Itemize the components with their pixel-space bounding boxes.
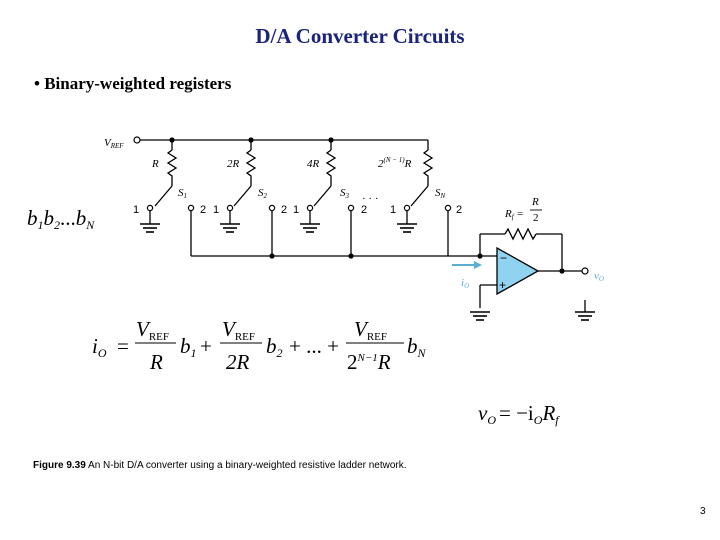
bullet-heading: • Binary-weighted registers [34, 74, 232, 93]
opamp-plus-label: + [499, 278, 506, 292]
switch-dots: · · · [362, 193, 379, 205]
feedback-num: R [531, 196, 539, 208]
junction-dots [169, 137, 565, 274]
resistor-feedback [504, 227, 537, 241]
feedback-den: 2 [533, 212, 539, 224]
vref-label: VREF [104, 137, 124, 150]
switch-position-1: 1 [293, 204, 299, 216]
switch-position-1: 1 [390, 204, 396, 216]
svg-text:2R: 2R [226, 350, 250, 374]
switch-label-s1: S1 [178, 187, 187, 200]
equation-vo: vO= −iORf [478, 401, 560, 427]
feedback-equals: = [517, 208, 523, 220]
resistor-label-r: R [151, 158, 159, 170]
switch-position-2: 2 [200, 204, 206, 216]
svg-text:b1: b1 [180, 334, 197, 360]
figure-caption: Figure 9.39 An N-bit D/A converter using… [33, 460, 407, 471]
svg-text:+ ... +: + ... + [289, 334, 339, 358]
svg-text:+: + [200, 334, 212, 358]
resistor-label-4r: 4R [307, 158, 320, 170]
switch-position-1: 1 [213, 204, 219, 216]
svg-text:2N−1R: 2N−1R [347, 350, 391, 374]
svg-text:b2: b2 [266, 334, 283, 360]
resistor-label-2r: 2R [227, 158, 240, 170]
current-arrow-icon [452, 261, 482, 269]
switch-position-2: 2 [281, 204, 287, 216]
switch-label-sn: SN [435, 187, 446, 200]
svg-text:=: = [117, 334, 129, 358]
feedback-resistor-label: Rf [504, 208, 515, 221]
opamp-minus-label: − [500, 251, 507, 265]
opamp-icon [496, 246, 540, 296]
switch-terminals [133, 136, 589, 275]
resistor-label-2n-r: 2(N − 1)R [378, 156, 412, 170]
switch-position-1: 1 [133, 204, 139, 216]
switch-label-s2: S2 [258, 187, 268, 200]
figure-number: Figure 9.39 [33, 460, 86, 471]
page-number: 3 [700, 506, 706, 517]
svg-text:R: R [149, 350, 163, 374]
resistor-4r [325, 149, 337, 186]
ground-icon [140, 223, 595, 321]
switch-position-2: 2 [361, 204, 367, 216]
switch-label-s3: S3 [340, 187, 350, 200]
equation-io: iO = VREF R b1 + VREF 2R b2 + ... + VREF… [92, 317, 427, 374]
svg-text:bN: bN [407, 334, 427, 360]
vo-label: vO [594, 270, 604, 283]
svg-text:VREF: VREF [222, 317, 255, 343]
svg-text:VREF: VREF [136, 317, 169, 343]
svg-text:iO: iO [92, 334, 107, 360]
svg-text:VREF: VREF [354, 317, 387, 343]
page-title: D/A Converter Circuits [255, 24, 465, 48]
io-label: iO [461, 277, 469, 290]
bits-label: b1b2...bN [27, 206, 95, 232]
resistor-r [166, 149, 178, 186]
circuit-wires [140, 139, 586, 312]
switch-position-2: 2 [456, 204, 462, 216]
figure-caption-text: An N-bit D/A converter using a binary-we… [88, 460, 407, 471]
resistor-2r [245, 149, 257, 186]
resistor-2n-r [422, 149, 434, 186]
